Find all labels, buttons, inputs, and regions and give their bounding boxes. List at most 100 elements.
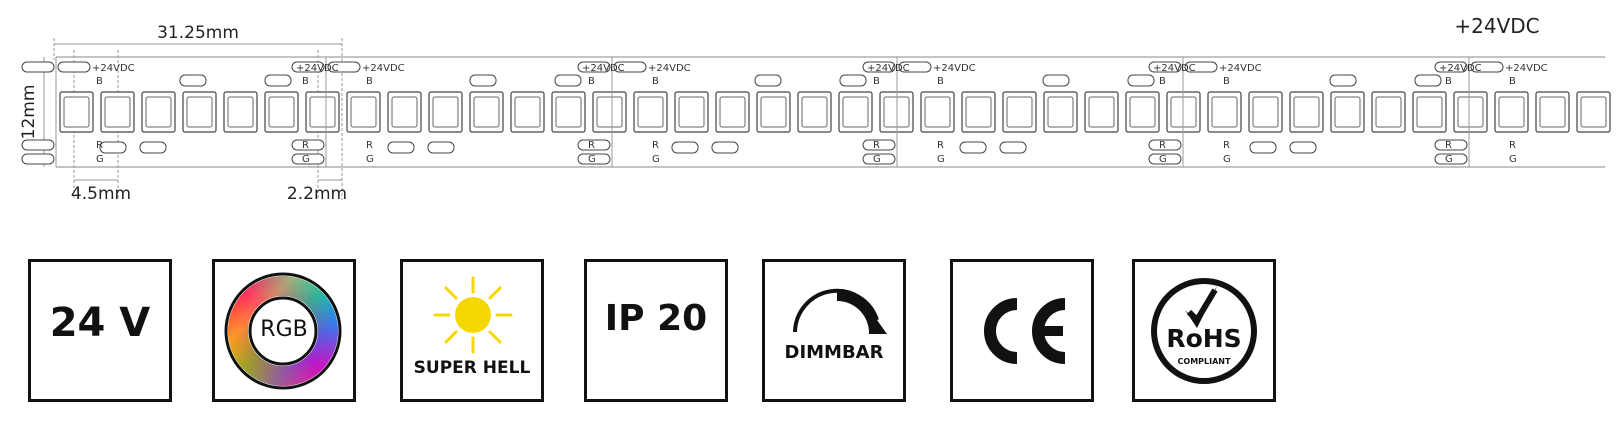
- pad-label: B: [1445, 76, 1452, 87]
- led-chip: [510, 91, 545, 133]
- led-chip: [223, 91, 258, 133]
- ip-rating-label: IP 20: [604, 298, 708, 339]
- voltage-badge: 24 V: [28, 259, 172, 402]
- resistor: [1127, 74, 1155, 87]
- led-chip: [1084, 91, 1119, 133]
- led-chip: [469, 91, 504, 133]
- led-strip-diagram: 31.25mm 12mm 4.5mm 2.2mm +24VDC +24VDCBR…: [19, 14, 1611, 204]
- pad-label: R: [1445, 140, 1452, 151]
- pad-label: G: [96, 154, 104, 165]
- pad-label: R: [366, 140, 373, 151]
- resistor: [1249, 141, 1277, 154]
- pad-label: G: [588, 154, 596, 165]
- led-chip: [141, 91, 176, 133]
- resistor: [264, 74, 292, 87]
- pad-label: G: [652, 154, 660, 165]
- led-pitch-label: 4.5mm: [71, 184, 131, 204]
- pad-label: B: [1509, 76, 1516, 87]
- resistor: [179, 74, 207, 87]
- super-hell-label: SUPER HELL: [413, 358, 531, 378]
- pad-label: +24VDC: [1219, 63, 1262, 74]
- led-chip: [1412, 91, 1447, 133]
- dimmbar-label: DIMMBAR: [784, 342, 884, 363]
- led-chip: [264, 91, 299, 133]
- strip-width-label: 12mm: [19, 85, 39, 140]
- dimmbar-badge: DIMMBAR: [762, 259, 906, 402]
- rohs-badge: RoHS COMPLIANT: [1132, 259, 1276, 402]
- pad-label: B: [588, 76, 595, 87]
- pad-gap-label: 2.2mm: [287, 184, 347, 204]
- pad-label: R: [873, 140, 880, 151]
- pad-label: +24VDC: [867, 63, 910, 74]
- rgb-badge: RGB: [212, 259, 356, 402]
- led-chip: [1453, 91, 1488, 133]
- pad-label: B: [302, 76, 309, 87]
- led-chip: [1002, 91, 1037, 133]
- resistor: [387, 141, 415, 154]
- led-chip: [633, 91, 668, 133]
- rgb-label: RGB: [260, 317, 308, 342]
- resistor: [1414, 74, 1442, 87]
- led-chip: [182, 91, 217, 133]
- pad-label: R: [302, 140, 309, 151]
- resistor: [1289, 141, 1317, 154]
- resistor: [139, 141, 167, 154]
- rohs-label: RoHS: [1166, 324, 1242, 353]
- pad-label: B: [366, 76, 373, 87]
- led-chip: [1043, 91, 1078, 133]
- pad-label: G: [302, 154, 310, 165]
- pad-label: +24VDC: [296, 63, 339, 74]
- pad-label: G: [1223, 154, 1231, 165]
- resistor: [959, 141, 987, 154]
- pad-label: +24VDC: [92, 63, 135, 74]
- voltage-badge-label: 24 V: [49, 300, 151, 346]
- led-chip: [1576, 91, 1611, 133]
- led-chip: [592, 91, 627, 133]
- segment-length-label: 31.25mm: [157, 23, 239, 43]
- pad-label: B: [1159, 76, 1166, 87]
- led-chip: [1535, 91, 1570, 133]
- led-chip: [1289, 91, 1324, 133]
- pad-label: G: [1445, 154, 1453, 165]
- led-chip: [674, 91, 709, 133]
- voltage-top-label: +24VDC: [1454, 14, 1539, 38]
- pad-label: +24VDC: [582, 63, 625, 74]
- pad-label: +24VDC: [1505, 63, 1548, 74]
- resistor: [999, 141, 1027, 154]
- led-chip: [59, 91, 94, 133]
- led-chip: [1494, 91, 1529, 133]
- resistor: [1042, 74, 1070, 87]
- pad-label: G: [1509, 154, 1517, 165]
- led-chip: [551, 91, 586, 133]
- resistor: [554, 74, 582, 87]
- pad-label: R: [1509, 140, 1516, 151]
- pad-label: B: [1223, 76, 1230, 87]
- pad-label: R: [588, 140, 595, 151]
- ce-mark-icon: [984, 298, 1066, 364]
- pad-label: B: [937, 76, 944, 87]
- led-row: [59, 91, 1611, 133]
- pad-label: +24VDC: [362, 63, 405, 74]
- dimmer-arc-icon: [793, 288, 887, 334]
- sun-icon: [433, 276, 513, 354]
- resistor: [469, 74, 497, 87]
- led-chip: [715, 91, 750, 133]
- led-chip: [920, 91, 955, 133]
- ce-badge: CE: [950, 259, 1094, 402]
- pad-label: G: [873, 154, 881, 165]
- pad-label: G: [366, 154, 374, 165]
- pad-label: R: [652, 140, 659, 151]
- pad-label: R: [96, 140, 103, 151]
- pad-label: G: [937, 154, 945, 165]
- pad-label: G: [1159, 154, 1167, 165]
- led-chip: [100, 91, 135, 133]
- rohs-seal-icon: [1151, 278, 1257, 384]
- led-chip: [305, 91, 340, 133]
- pad-label: +24VDC: [1153, 63, 1196, 74]
